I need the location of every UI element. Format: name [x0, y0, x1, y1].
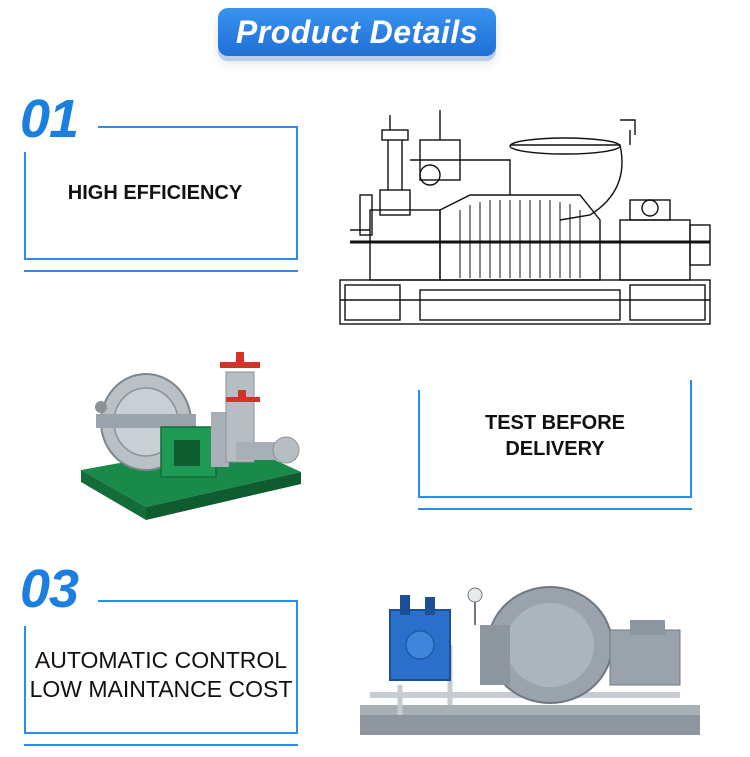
page-title: Product Details [235, 13, 479, 50]
frame-top-line [98, 600, 298, 602]
frame-right-line [690, 380, 692, 498]
green-base-turbine-svg [81, 352, 301, 520]
page-title-banner: Product Details [218, 8, 496, 56]
frame-right-line [296, 126, 298, 260]
frame-underline [418, 508, 692, 510]
feature-number-01: 01 [20, 89, 79, 149]
turbine-line-drawing [330, 100, 730, 330]
frame-bottom-line [24, 258, 298, 260]
turbine-line-drawing-svg [339, 110, 711, 325]
industrial-turbine-skid-photo [360, 585, 705, 745]
frame-top-line [98, 126, 298, 128]
green-base-turbine-photo [76, 352, 306, 522]
frame-left-line [24, 152, 26, 260]
feature-label-line1: AUTOMATIC CONTROL [34, 647, 288, 673]
feature-label-line1: TEST BEFORE [484, 412, 625, 434]
industrial-skid-svg [360, 586, 700, 735]
feature-label-line2: DELIVERY [505, 438, 605, 460]
frame-underline [24, 270, 298, 272]
feature-label-automatic-control: AUTOMATIC CONTROL LOW MAINTANCE COST [26, 646, 296, 704]
frame-right-line [296, 600, 298, 734]
frame-left-line [24, 626, 26, 734]
frame-left-line [418, 390, 420, 498]
frame-underline [24, 744, 298, 746]
frame-bottom-line [418, 496, 692, 498]
feature-number-03: 03 [20, 559, 79, 619]
feature-label-line2: LOW MAINTANCE COST [29, 675, 293, 702]
frame-bottom-line [24, 732, 298, 734]
feature-label-test-before-delivery: TEST BEFORE DELIVERY [430, 410, 680, 462]
feature-label-high-efficiency: HIGH EFFICIENCY [67, 182, 243, 204]
